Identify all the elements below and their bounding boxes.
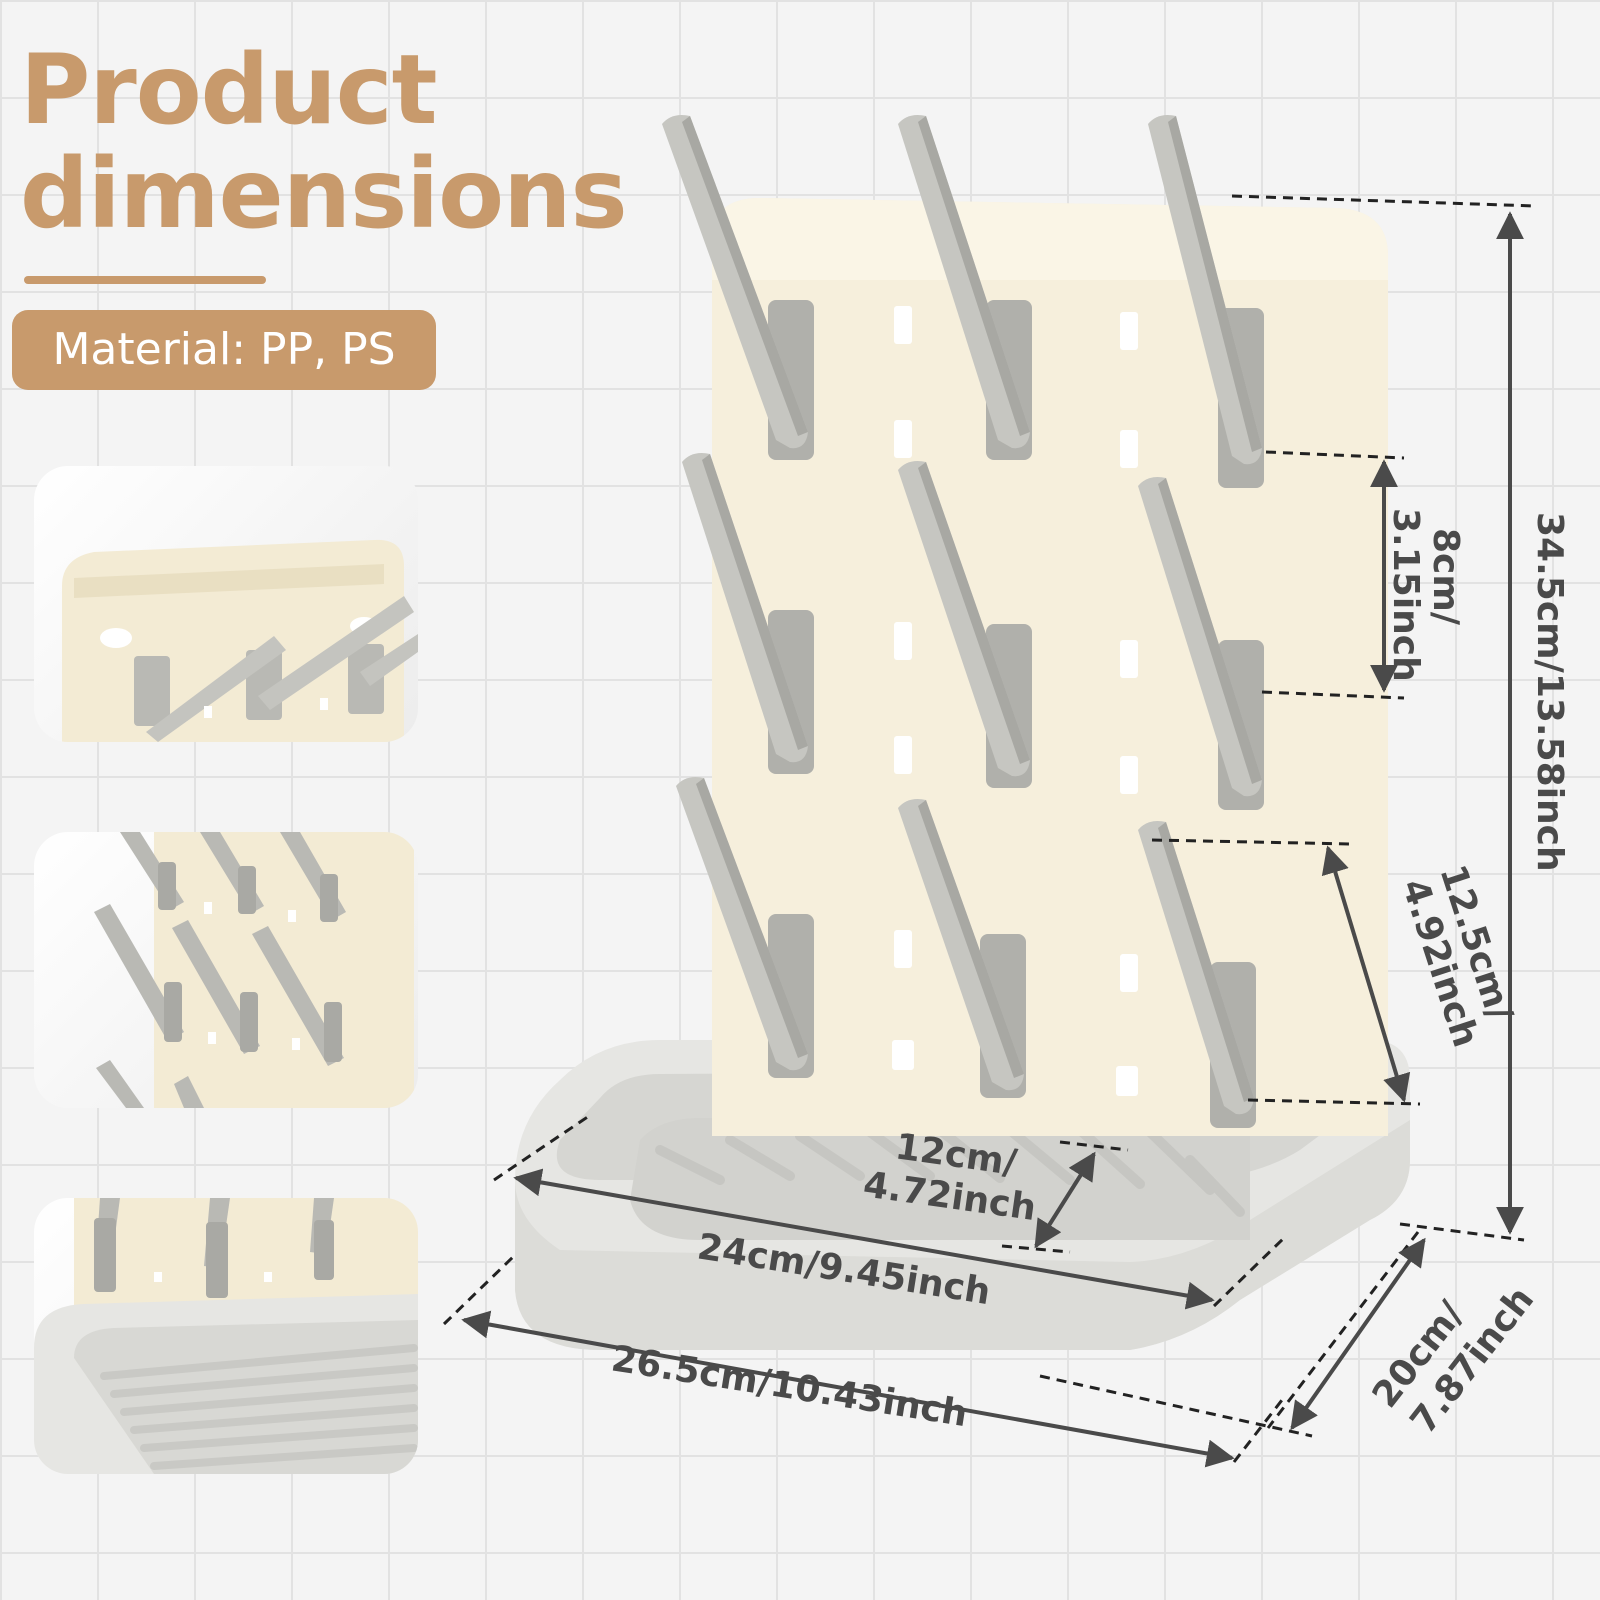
label-peg-spacing-in: 3.15inch xyxy=(1385,508,1426,682)
page-title: Product dimensions xyxy=(20,34,628,250)
pegs xyxy=(662,115,1264,1128)
peg-length-arrow xyxy=(1321,845,1411,1103)
material-badge: Material: PP, PS xyxy=(12,310,436,390)
peg xyxy=(1138,477,1264,810)
detail-image-pegs xyxy=(94,832,414,1108)
detail-image-top xyxy=(62,539,418,742)
peg xyxy=(1148,115,1264,488)
title-line-1: Product xyxy=(20,34,438,146)
depth-arrow xyxy=(1290,1237,1426,1431)
peg xyxy=(898,461,1032,788)
peg xyxy=(676,777,814,1078)
peg xyxy=(682,453,814,774)
detail-thumbnail-top xyxy=(34,466,418,742)
detail-thumbnail-tray xyxy=(34,1198,418,1474)
title-divider xyxy=(24,276,266,284)
peg xyxy=(898,115,1032,460)
peg xyxy=(898,799,1026,1098)
label-peg-spacing-cm: 8cm/ xyxy=(1425,528,1466,626)
outer-width-arrow xyxy=(461,1310,1235,1468)
label-height: 34.5cm/13.58inch xyxy=(1529,512,1570,872)
peg xyxy=(1138,821,1256,1128)
detail-thumbnail-pegs xyxy=(34,832,418,1108)
title-line-2: dimensions xyxy=(20,138,628,250)
inner-width-arrow xyxy=(513,1168,1215,1310)
peg xyxy=(662,115,814,460)
label-outer-width: 26.5cm/10.43inch xyxy=(609,1338,971,1435)
dimension-arrows xyxy=(461,211,1524,1468)
detail-image-tray xyxy=(34,1198,418,1474)
